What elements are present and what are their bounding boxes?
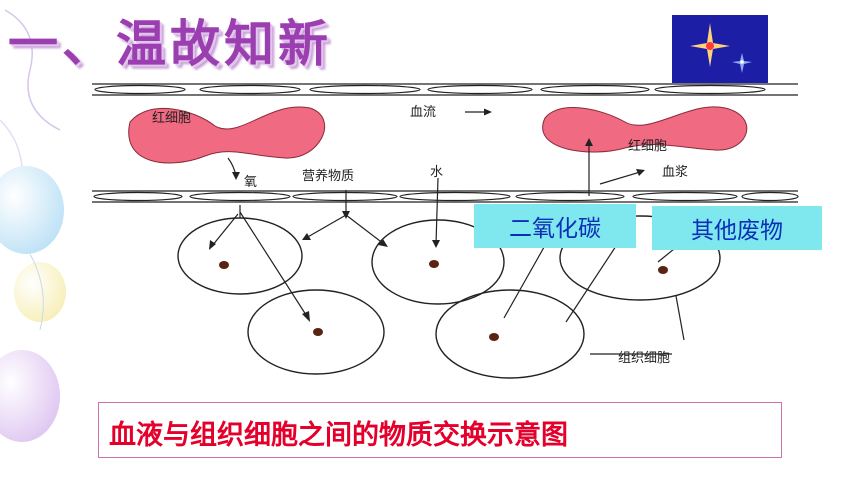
plasma-arrow xyxy=(599,171,641,185)
page-title: 一、温故知新 xyxy=(8,15,332,73)
red-blood-cell-right xyxy=(542,106,748,153)
label-blood-flow: 血流 xyxy=(410,105,436,120)
balloon-decoration xyxy=(0,9,66,442)
tissue-cell-1 xyxy=(177,217,303,295)
label-rbc-right: 红细胞 xyxy=(628,138,667,154)
label-rbc-left: 红细胞 xyxy=(152,110,191,126)
tag-co2: 二氧化碳 xyxy=(474,204,636,248)
caption-box: 血液与组织细胞之间的物质交换示意图 xyxy=(98,402,782,458)
caption-text: 血液与组织细胞之间的物质交换示意图 xyxy=(109,420,568,451)
nucleus-3 xyxy=(658,266,668,274)
nucleus-5 xyxy=(489,333,499,341)
exchange-diagram: 红细胞 血流 红细胞 氧 营养物质 水 血浆 组织细胞 xyxy=(92,83,799,379)
endothelial-cells-top xyxy=(94,84,766,95)
nucleus-1 xyxy=(219,261,229,269)
water-arrow xyxy=(435,177,439,245)
tissue-cell-5 xyxy=(435,289,585,379)
nucleus-4 xyxy=(313,328,323,336)
tissue-cell-2 xyxy=(371,219,505,305)
label-water: 水 xyxy=(430,165,443,180)
endothelial-cells-bottom xyxy=(93,191,799,202)
label-tissue-cell: 组织细胞 xyxy=(618,351,670,366)
oxygen-to-cell-4 xyxy=(239,211,309,319)
tag-other-waste: 其他废物 xyxy=(652,206,822,250)
tissue-cell-4 xyxy=(247,289,385,375)
tissue-cell-3 xyxy=(559,215,721,301)
label-plasma: 血浆 xyxy=(662,165,688,180)
nucleus-2 xyxy=(429,260,439,268)
star-picture xyxy=(672,15,768,83)
red-blood-cell-left xyxy=(128,106,326,164)
oxygen-to-cell-1 xyxy=(211,213,239,247)
label-nutrients: 营养物质 xyxy=(302,168,354,184)
label-oxygen: 氧 xyxy=(244,175,257,190)
